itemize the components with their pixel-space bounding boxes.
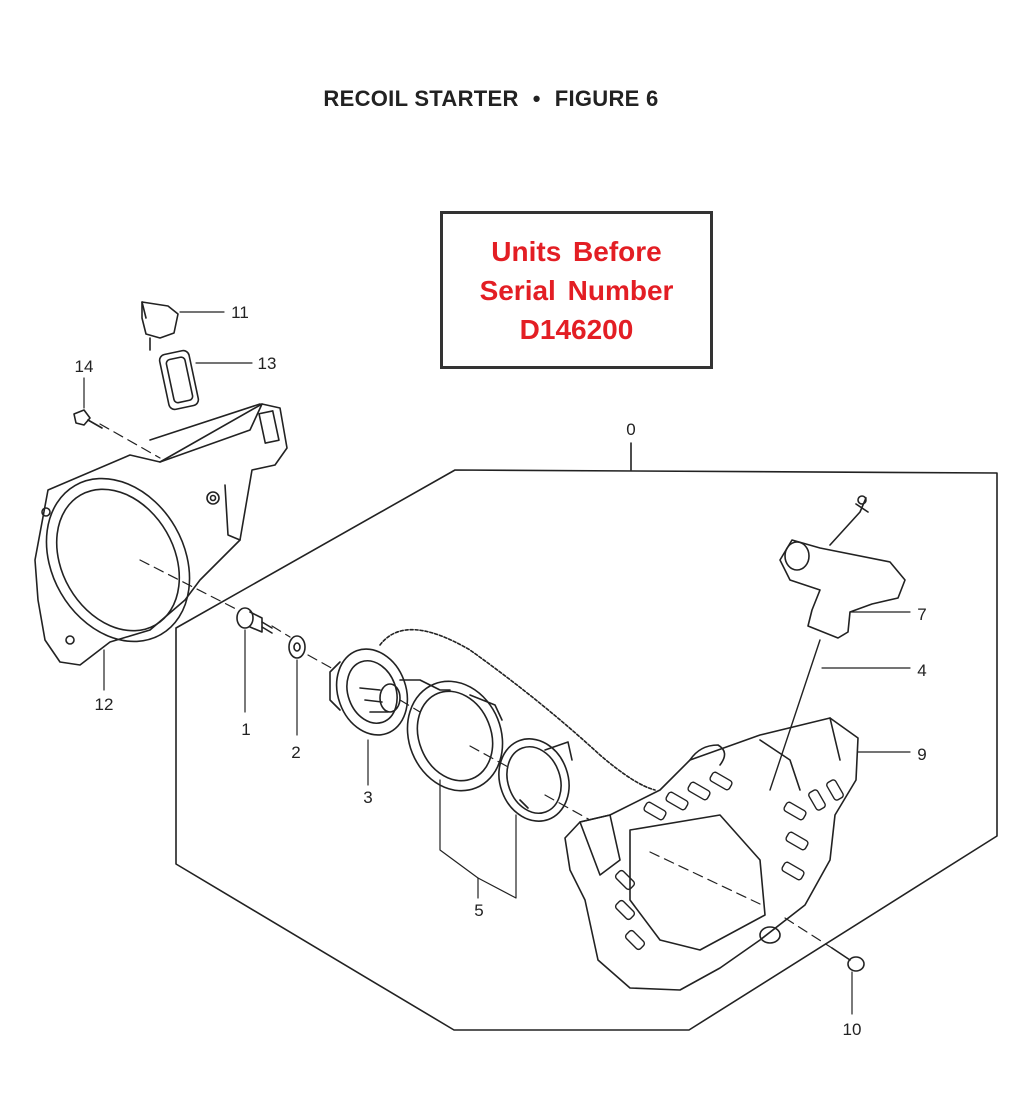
notice-line-3: D146200 bbox=[519, 313, 634, 345]
handle-7 bbox=[779, 495, 906, 639]
assembly-bracket bbox=[175, 442, 998, 1031]
leader-lines bbox=[83, 311, 911, 1015]
callout-2: 2 bbox=[291, 743, 300, 762]
callout-4: 4 bbox=[917, 661, 926, 680]
screw-14 bbox=[73, 409, 103, 429]
title-separator: • bbox=[532, 86, 541, 111]
callout-1: 1 bbox=[241, 720, 250, 739]
callout-3: 3 bbox=[363, 788, 372, 807]
page-title: RECOIL STARTER • FIGURE 6 bbox=[0, 86, 982, 112]
callout-9: 9 bbox=[917, 745, 926, 764]
callout-10: 10 bbox=[843, 1020, 862, 1039]
spring-case bbox=[406, 680, 504, 792]
callout-5: 5 bbox=[474, 901, 483, 920]
figure-number: FIGURE 6 bbox=[554, 86, 659, 111]
notice-line-1: Units Before bbox=[491, 235, 662, 267]
callout-11: 11 bbox=[231, 303, 249, 322]
fan-cover-12 bbox=[34, 403, 288, 666]
serial-notice-box: Units Before Serial Number D146200 bbox=[440, 211, 713, 369]
callout-labels: 0 1 2 3 4 5 7 9 10 11 12 13 14 bbox=[75, 303, 927, 1039]
notice-line-2: Serial Number bbox=[479, 274, 674, 306]
rope-guide-rope bbox=[769, 639, 821, 791]
knob-11 bbox=[141, 301, 179, 351]
washer-2 bbox=[288, 635, 306, 659]
callout-13: 13 bbox=[258, 354, 277, 373]
spiral-spring bbox=[498, 738, 573, 822]
grommet-13 bbox=[158, 349, 200, 411]
screw-10 bbox=[831, 947, 865, 972]
callout-14: 14 bbox=[75, 357, 94, 376]
starter-rope bbox=[379, 628, 656, 791]
title-text: RECOIL STARTER bbox=[323, 86, 519, 111]
starter-housing-9 bbox=[564, 717, 859, 991]
callout-0: 0 bbox=[626, 420, 635, 439]
callout-7: 7 bbox=[917, 605, 926, 624]
bolt-1 bbox=[236, 607, 273, 634]
callout-12: 12 bbox=[95, 695, 114, 714]
pulley-3 bbox=[329, 648, 451, 736]
